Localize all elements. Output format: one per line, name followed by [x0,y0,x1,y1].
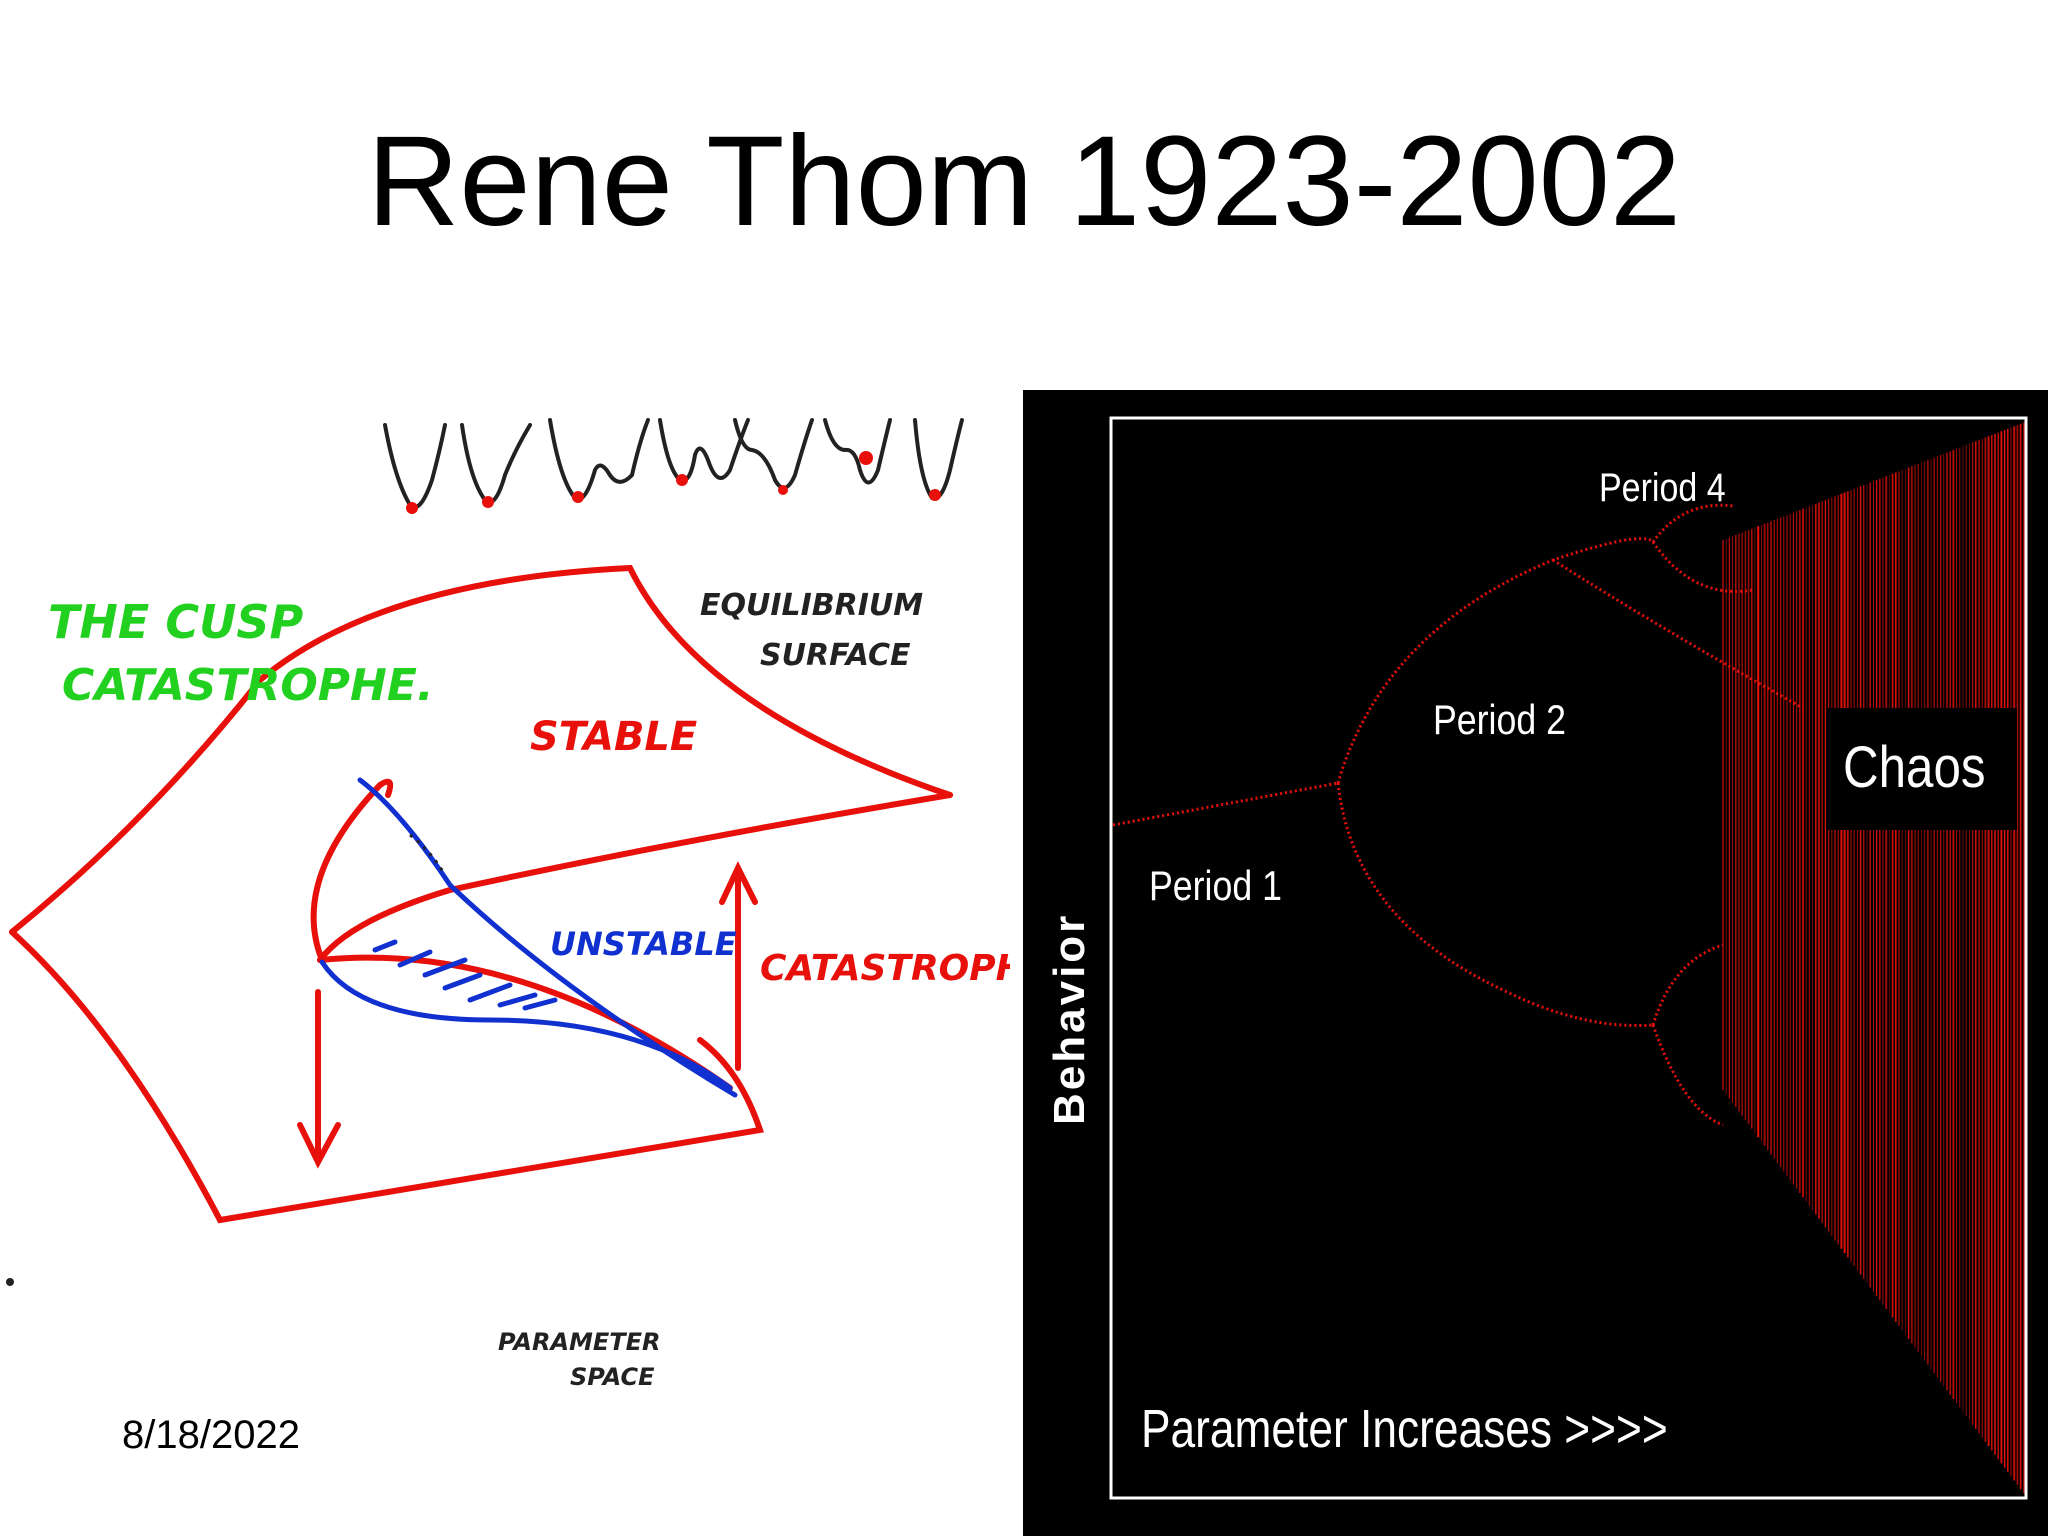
parameter-label-line1: PARAMETER [498,1328,661,1356]
chaos-label: Chaos [1843,735,1986,800]
stable-label: STABLE [530,714,697,760]
catastrophe-label: CATASTROPHE [760,948,1010,989]
cusp-catastrophe-sketch: THE CUSP CATASTROPHE. EQUILIBRIUM SURFAC… [6,418,1010,1391]
chaos-region [1722,422,2025,1494]
unstable-label: UNSTABLE [550,925,737,963]
cusp-heading-line1: THE CUSP [48,595,304,649]
chaos-label-box [1827,708,2017,830]
period4-label: Period 4 [1599,466,1726,510]
equilibrium-label-line2: SURFACE [760,638,911,673]
bifurcation-diagram [1109,416,2028,1500]
period2-lower-branch [1336,782,1654,1028]
bifurcation-panel: Period 4 Period 2 Period 1 Chaos Paramet… [1023,390,2048,1536]
parameter-label-line2: SPACE [570,1363,655,1391]
period2-label: Period 2 [1433,696,1566,743]
well-minima [406,451,941,514]
equilibrium-surface [9,564,953,1224]
down-arrow [297,989,341,1169]
period4-lower-loop [1651,943,1724,1127]
plot-frame [1109,416,2028,1500]
period2-upper-branch [1336,537,1655,784]
equilibrium-label-line1: EQUILIBRIUM [700,588,923,623]
period4-upper-loop [1651,503,1754,593]
period1-label: Period 1 [1149,862,1282,909]
slide-title: Rene Thom 1923-2002 [366,110,1682,253]
period1-branch [1112,781,1339,827]
slide-date: 8/18/2022 [122,1413,300,1457]
potential-wells [383,418,964,510]
unstable-fold [319,777,738,1098]
cusp-heading-line2: CATASTROPHE. [62,660,434,711]
ink-dot [6,1278,14,1286]
y-axis-label: Behavior [1045,912,1094,1125]
x-axis-label: Parameter Increases >>>> [1141,1399,1668,1459]
up-arrow [719,861,758,1071]
period2-right-edge [1552,558,1804,710]
